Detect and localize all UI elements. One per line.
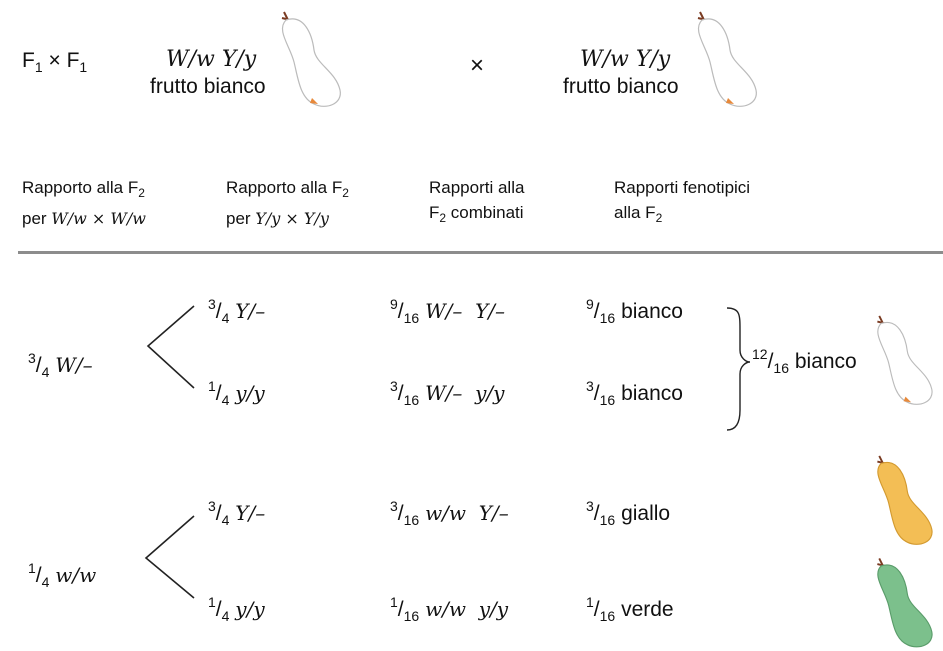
green-squash-icon [877,558,933,648]
row4-phenotype: 1/16 verde [586,594,674,624]
white-squash-icon [697,11,757,107]
w-dominant-ratio: 3/4 W/– [28,350,93,380]
white-squash-icon [281,11,341,107]
header-col4: Rapporti fenotipici alla F2 [614,178,751,225]
f1-cross-label: F1 × F1 [22,49,87,75]
row2-phenotype: 3/16 bianco [586,378,683,408]
row1-combined: 9/16 W/– Y/– [390,296,506,326]
yellow-squash-icon [877,455,933,545]
row3-y-ratio: 3/4 Y/– [208,498,266,528]
row1-y-ratio: 3/4 Y/– [208,296,266,326]
header-col1: Rapporto alla F2 per W/w × W/w [22,178,146,228]
header-divider [18,251,943,254]
row3-phenotype: 3/16 giallo [586,498,671,528]
row2-combined: 3/16 W/– y/y [390,378,505,408]
f1-right-sub: 1 [79,59,88,75]
row1-phenotype: 9/16 bianco [586,296,683,326]
parent1-phenotype: frutto bianco [150,75,266,98]
row2-y-ratio: 1/4 y/y [208,378,265,408]
white-sum: 12/16 bianco [752,346,857,376]
f1-left: F [22,49,35,72]
parent2-genotype: W/w Y/y [580,47,671,72]
cross-symbol: × [470,52,485,79]
white-squash-icon [877,315,933,405]
row3-combined: 3/16 w/w Y/– [390,498,509,528]
w-recessive-ratio: 1/4 w/w [28,560,97,590]
header-col3: Rapporti alla F2 combinati [429,178,525,225]
f1-times: × [48,49,61,72]
f1-right: F [66,49,80,72]
row4-combined: 1/16 w/w y/y [390,594,509,624]
parent2-phenotype: frutto bianco [563,75,679,98]
f1-left-sub: 1 [34,59,43,75]
row4-y-ratio: 1/4 y/y [208,594,265,624]
parent1-genotype: W/w Y/y [166,47,257,72]
header-col2: Rapporto alla F2 per Y/y × Y/y [226,178,349,228]
